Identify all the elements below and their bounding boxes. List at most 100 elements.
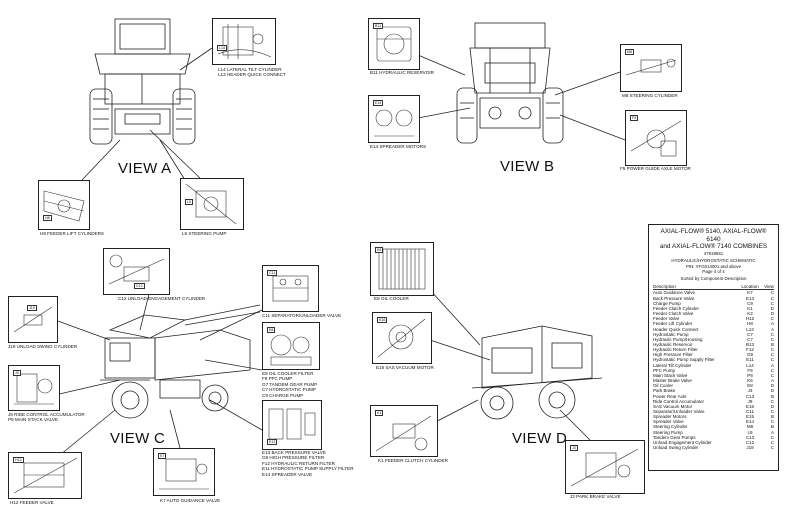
inset-feeder-clutch-cylinder: K1 [370, 405, 438, 457]
inset-unload-swing-cylinder: J19 [8, 296, 58, 343]
legend-part-number: 47919561 [703, 250, 724, 256]
tag-j9: J9 [13, 370, 21, 376]
tag-c11: C11 [267, 270, 278, 276]
caption-steering-pump: L9 STEERING PUMP [182, 231, 227, 236]
tag-h12: H12 [13, 457, 24, 463]
inset-steering-pump: L9 [180, 178, 244, 230]
caption-sas-vacuum: E16 SAS VACUUM MOTOR [376, 365, 434, 370]
caption-steering-cylinder: M8 STEERING CYLINDER [622, 93, 678, 98]
combine-rear-view-b [456, 22, 564, 144]
tag-l9: L9 [185, 199, 193, 205]
legend-sorted: Sorted by Component Description [680, 276, 747, 282]
caption-unload-swing: J19 UNLOAD SWING CYLINDER [8, 344, 78, 349]
legend-pin: PIN: YFG014001 and above [685, 263, 742, 269]
tag-e16: E16 [377, 317, 388, 323]
caption-hydraulic-reservoir: B11 HYDRAULIC RESERVOIR [370, 70, 434, 75]
caption-spreader-motors: E14 SPREADER MOTORS [370, 144, 427, 149]
inset-feeder-lift-cylinders: H8 [38, 180, 90, 230]
inset-spreader-motors: E14 [368, 95, 420, 143]
view-d-label: VIEW D [512, 430, 568, 447]
tag-k1: K1 [375, 410, 384, 416]
legend-subtitle: HYDRAULIC/HYDROSTATIC SCHEMATIC [671, 258, 756, 264]
tag-b11: B11 [373, 23, 384, 29]
inset-feeder-valve: H12 [8, 452, 82, 499]
view-a-label: VIEW A [118, 160, 172, 177]
inset-auto-guidance-valve: K7 [153, 448, 215, 496]
caption-auto-guidance: K7 AUTO GUIDANCE VALVE [160, 498, 221, 503]
inset-sas-vacuum-motor: E16 [372, 312, 432, 364]
inset-oil-cooler-filter-pumps: E8 [262, 322, 320, 370]
combine-iso-view-c [100, 304, 261, 419]
legend-title-1: AXIAL-FLOW® 5140, AXIAL-FLOW® 6140 [660, 228, 767, 243]
tag-k7: K7 [158, 453, 167, 459]
caption-unload-engagement: C12 UNLOAD ENGAGEMENT CYLINDER [118, 296, 206, 301]
inset-steering-cylinder: M8 [620, 44, 682, 92]
view-c-label: VIEW C [110, 430, 166, 447]
caption-park-brake: J3 PARK BRAKE VALVE [570, 494, 621, 499]
tag-l14: L14 [217, 45, 227, 51]
tag-m8: M8 [625, 49, 634, 55]
inset-lateral-tilt-cylinder: L14 [212, 18, 276, 65]
inset-unload-engagement-cylinder: C12 [103, 248, 170, 295]
legend-title-2: and AXIAL-FLOW® 7140 COMBINES [659, 243, 768, 251]
tag-e8-d: E8 [375, 247, 384, 253]
inset-back-pressure-valve-filters: E13 [262, 400, 322, 450]
inset-hydraulic-reservoir: B11 [368, 18, 420, 70]
caption-separator-unloader: C11 SEPARATOR/UNLOADER VALVE [262, 313, 342, 318]
caption-power-guide: F5 POWER GUIDE AXLE MOTOR [620, 166, 691, 171]
combine-front-view-a [89, 18, 196, 145]
inset-ride-control-accumulator: J9 [8, 365, 60, 411]
view-b-label: VIEW B [500, 158, 555, 175]
combine-iso-view-d [471, 325, 603, 420]
tag-e14: E14 [373, 100, 384, 106]
inset-oil-cooler: E8 [370, 242, 434, 296]
legend-page: Page 4 of 4 [702, 269, 725, 274]
legend-header: Description Location View [653, 283, 774, 291]
tag-e13: E13 [267, 439, 278, 445]
component-legend: AXIAL-FLOW® 5140, AXIAL-FLOW® 6140 and A… [648, 224, 779, 471]
tag-e8: E8 [267, 327, 276, 333]
tag-c12: C12 [134, 283, 145, 289]
caption-oil-cooler: E8 OIL COOLER [374, 296, 409, 301]
caption-feeder-lift: H8 FEEDER LIFT CYLINDERS [40, 231, 104, 236]
caption-feeder-clutch: K1 FEEDER CLUTCH CYLINDER [378, 458, 448, 463]
tag-h8: H8 [43, 215, 52, 221]
inset-park-brake-valve: J3 [565, 440, 645, 494]
inset-power-guide-axle-motor: F5 [625, 110, 687, 166]
tag-f5: F5 [630, 115, 639, 121]
tag-j3: J3 [570, 445, 578, 451]
